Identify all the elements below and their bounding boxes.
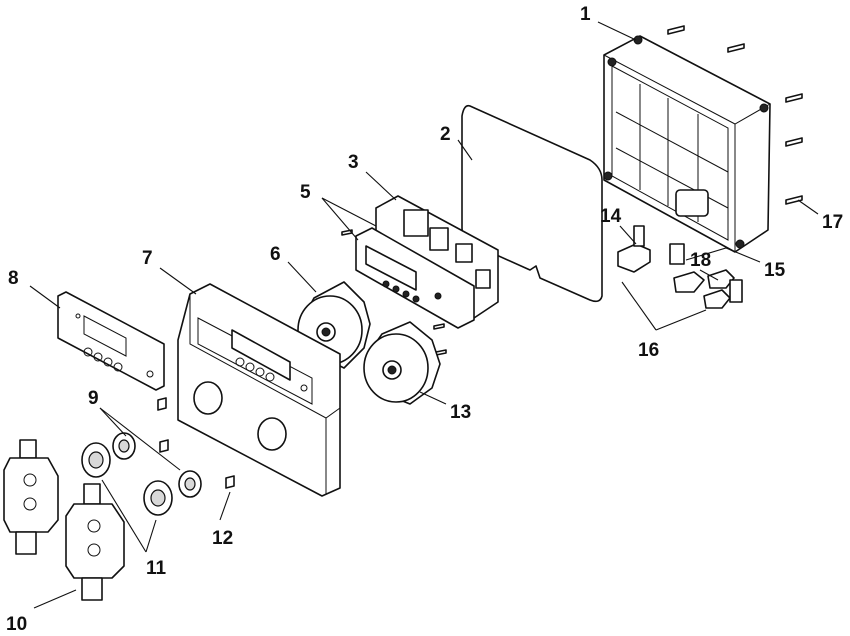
label-10: 10	[6, 614, 27, 635]
part-pump-head-b	[65, 483, 125, 601]
part-motor-13	[363, 321, 441, 405]
label-14: 14	[600, 206, 622, 227]
label-6: 6	[270, 244, 281, 265]
part-labels: 1 2 3 5 6 7 8 9 10 11 12 13 14 15 16 17 …	[6, 4, 843, 635]
label-2: 2	[440, 124, 451, 145]
part-rear-housing	[603, 35, 771, 253]
label-9: 9	[88, 388, 99, 409]
part-seals	[81, 432, 202, 516]
part-pump-head-a	[3, 439, 59, 555]
part-display-board	[355, 227, 475, 329]
label-5: 5	[300, 182, 311, 203]
leader-lines	[29, 21, 819, 609]
label-12: 12	[212, 528, 233, 549]
label-18: 18	[690, 250, 711, 271]
label-16: 16	[638, 340, 659, 361]
label-15: 15	[764, 260, 786, 281]
part-front-label	[57, 291, 165, 391]
label-17: 17	[822, 212, 843, 233]
label-7: 7	[142, 248, 153, 269]
part-front-panel	[177, 283, 341, 497]
label-13: 13	[450, 402, 471, 423]
part-screws-17	[667, 25, 803, 205]
label-3: 3	[348, 152, 359, 173]
label-1: 1	[580, 4, 591, 25]
label-11: 11	[146, 558, 167, 579]
part-fittings	[617, 225, 743, 309]
label-8: 8	[8, 268, 19, 289]
